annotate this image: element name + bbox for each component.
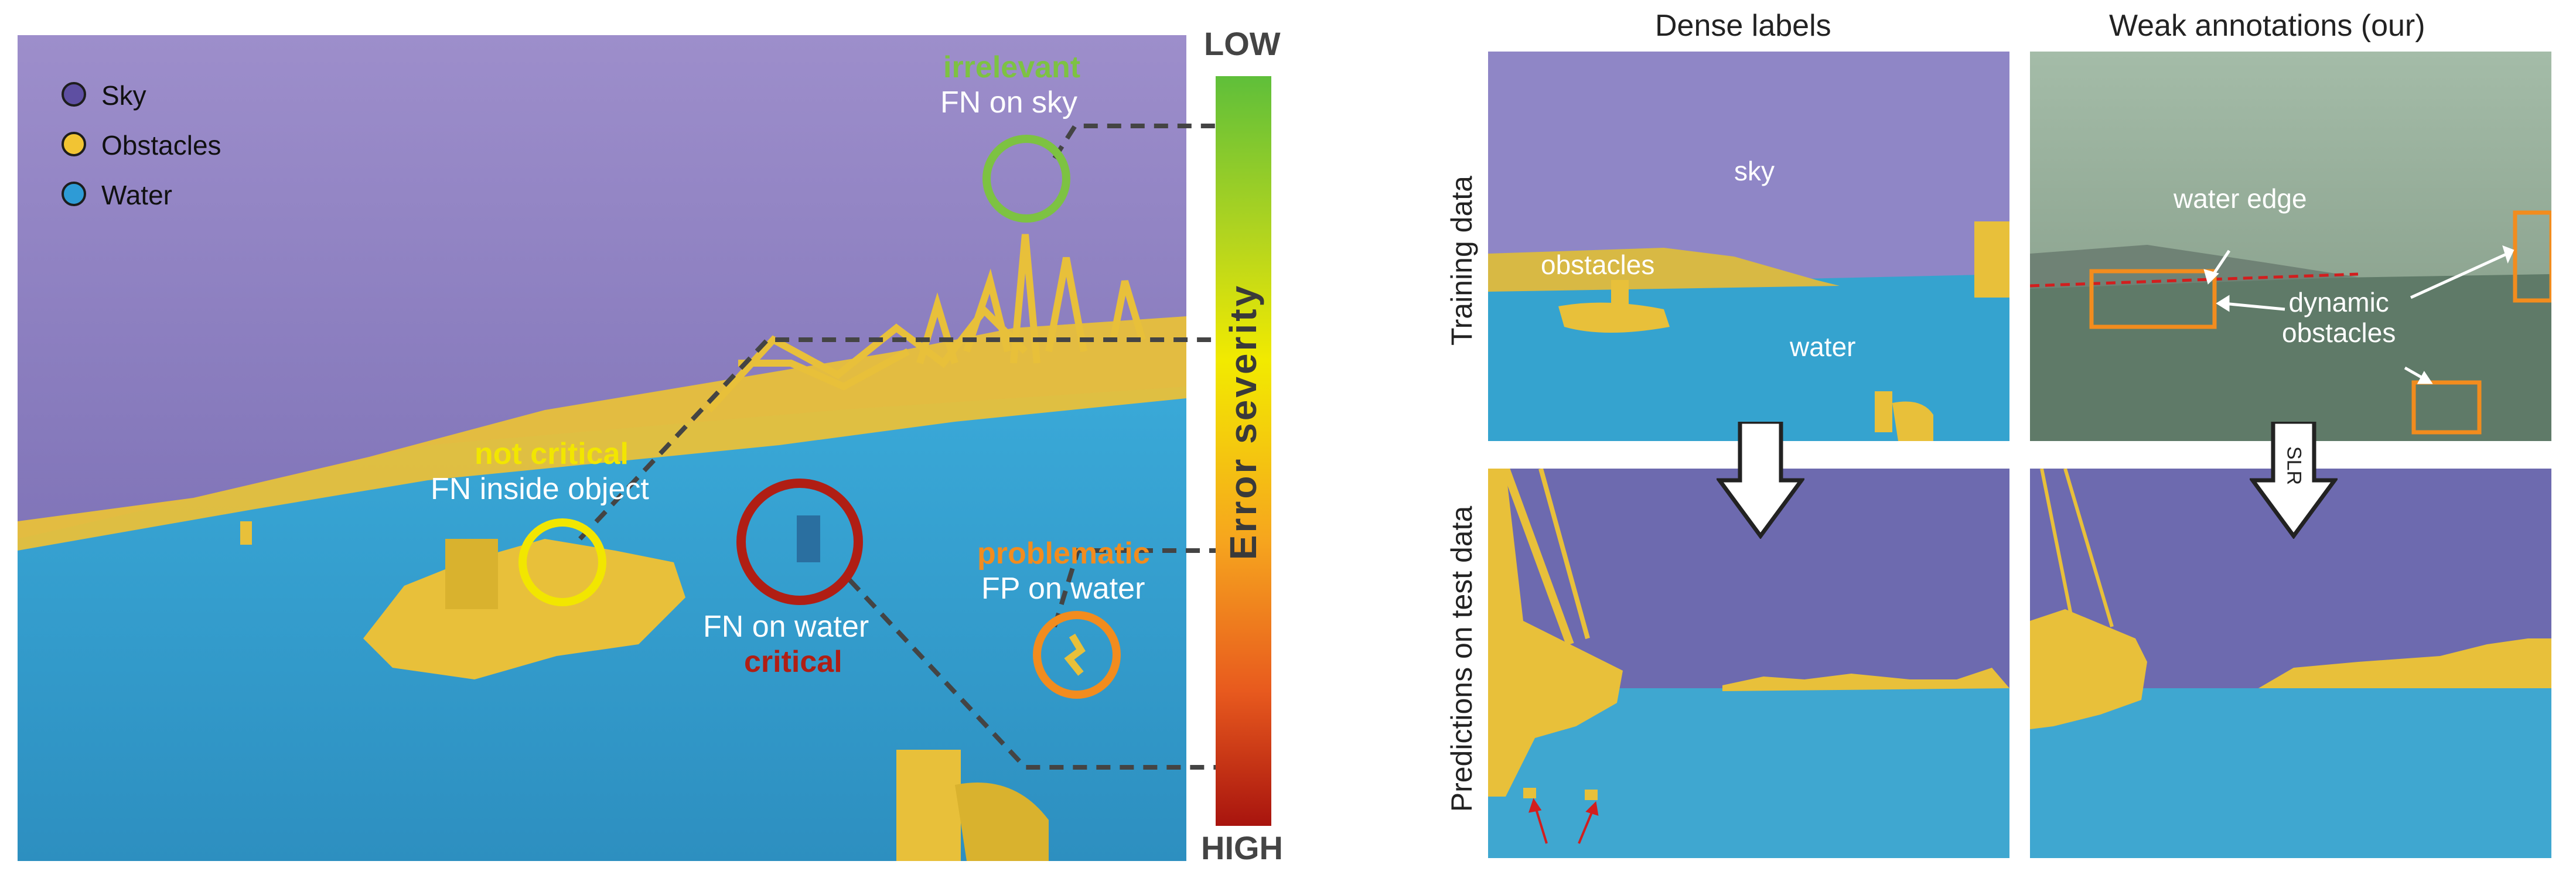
legend-obstacles-label: Obstacles	[101, 130, 221, 160]
column-header-weak: Weak annotations (our)	[2109, 9, 2425, 43]
legend: Sky Obstacles Water	[56, 76, 302, 223]
severity-gradient-bar	[1216, 76, 1271, 826]
column-header-dense: Dense labels	[1655, 9, 1831, 43]
critical-description: FN on water	[703, 610, 869, 644]
dense-prediction-panel	[1488, 469, 2009, 858]
not-critical-category: not critical	[475, 437, 629, 471]
problematic-category: problematic	[977, 537, 1150, 570]
boat-obstacle	[363, 539, 685, 679]
leader-problematic	[1052, 548, 1216, 628]
irrelevant-category: irrelevant	[943, 50, 1081, 84]
not-critical-description: FN inside object	[431, 472, 649, 506]
dense-water-label: water	[1790, 332, 1856, 362]
leader-not-critical	[578, 337, 1216, 541]
legend-sky-label: Sky	[101, 80, 146, 111]
problematic-description: FP on water	[981, 572, 1145, 606]
shoreline-obstacle	[18, 316, 1186, 551]
circle-problematic	[1033, 611, 1121, 699]
dense-training-panel	[1488, 52, 2009, 441]
circle-critical	[736, 479, 863, 605]
weak-dynamic-obstacles-label: dynamic obstacles	[2282, 287, 2396, 348]
circle-not-critical	[518, 518, 606, 606]
weak-water-edge-label: water edge	[2174, 183, 2307, 214]
weak-training-panel	[2030, 52, 2551, 441]
leader-critical	[848, 578, 1216, 770]
legend-sky-swatch	[62, 82, 86, 107]
legend-obstacles-swatch	[62, 132, 86, 156]
main-scene-panel	[18, 35, 1186, 861]
boat-engine	[445, 539, 498, 609]
dense-obstacles-label: obstacles	[1541, 250, 1655, 280]
circle-irrelevant	[982, 135, 1070, 223]
down-arrow-weak	[2250, 422, 2338, 539]
irrelevant-description: FN on sky	[940, 86, 1078, 119]
row-label-predictions: Predictions on test data	[1445, 505, 1478, 812]
critical-category: critical	[744, 645, 842, 679]
leader-irrelevant	[1052, 124, 1216, 160]
severity-low-label: LOW	[1204, 25, 1281, 62]
severity-high-label: HIGH	[1201, 829, 1283, 866]
down-arrow-dense	[1717, 422, 1804, 539]
slr-label: SLR	[2282, 446, 2305, 486]
legend-water-label: Water	[101, 180, 172, 210]
crane-structures	[706, 234, 1146, 413]
buoy-obstacle	[896, 750, 961, 861]
main-scene-illustration	[18, 35, 1186, 861]
legend-water-swatch	[62, 182, 86, 206]
row-label-training: Training data	[1445, 176, 1478, 346]
dense-sky-label: sky	[1734, 156, 1775, 186]
severity-title: Error severity	[1222, 283, 1264, 561]
